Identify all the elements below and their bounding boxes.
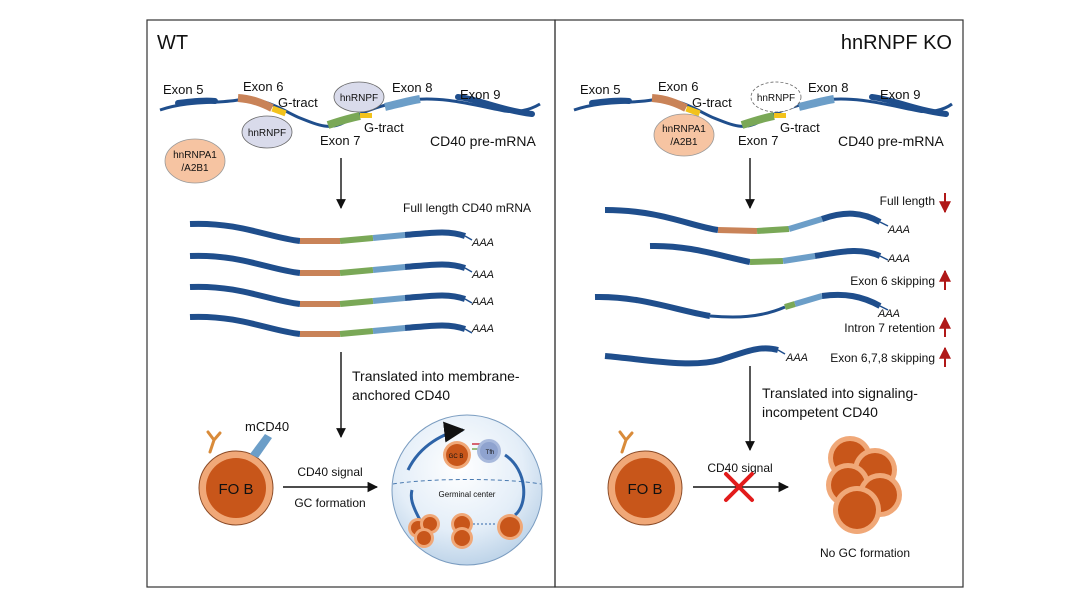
ko-block-cross [724, 472, 754, 502]
ko-exon9-label: Exon 9 [880, 87, 920, 102]
ko-exon8-block [798, 95, 835, 111]
wt-mrna-3: AAA [189, 283, 494, 308]
ko-polya-2: AAA [887, 253, 910, 265]
wt-gtract1-label: G-tract [278, 95, 318, 110]
ko-hnrnpa1-line1: hnRNPA1 [662, 124, 706, 135]
ko-bcr-icon [618, 430, 634, 454]
wt-mrna-1: AAA [189, 220, 494, 249]
wt-exon6-block [237, 94, 274, 112]
wt-hnrnpa1-line1: hnRNPA1 [173, 150, 217, 161]
ko-polya-3: AAA [877, 308, 900, 320]
wt-exon8-label: Exon 8 [392, 80, 432, 95]
wt-gtract2-label: G-tract [364, 120, 404, 135]
ko-mrna-full-length: AAA [604, 207, 910, 236]
wt-fob-label: FO B [218, 481, 253, 498]
ko-exon5-label: Exon 5 [580, 82, 620, 97]
ko-gtract2-block [774, 113, 786, 118]
ko-premrna-label: CD40 pre-mRNA [838, 133, 944, 149]
wt-exon7-block [326, 112, 361, 129]
wt-polya-2: AAA [471, 269, 494, 281]
wt-mrna-4: AAA [189, 313, 494, 337]
wt-translated-line2: anchored CD40 [352, 387, 450, 403]
ko-gtract1-label: G-tract [692, 95, 732, 110]
wt-polya-1: AAA [471, 237, 494, 249]
ko-exon7-block [740, 112, 775, 129]
ko-title: hnRNPF KO [841, 32, 952, 54]
wt-premrna-label: CD40 pre-mRNA [430, 133, 536, 149]
wt-gc-formation: GC formation [294, 496, 365, 510]
wt-gcb-label: GC B [449, 454, 464, 460]
ko-exon7-label: Exon 7 [738, 133, 778, 148]
ko-mrna-exon678-skipping: AAA [604, 345, 808, 367]
ko-exon6-skipping-label: Exon 6 skipping [850, 274, 935, 288]
ko-exon6-label: Exon 6 [658, 79, 698, 94]
ko-exon9-block [869, 94, 949, 117]
wt-mcd40-receptor [250, 434, 272, 458]
wt-hnrnpf-top-label: hnRNPF [340, 93, 378, 104]
wt-exon5-block [175, 97, 218, 106]
wt-exon5-label: Exon 5 [163, 82, 203, 97]
wt-gcb-cell [443, 441, 471, 469]
wt-germinal-center-label: Germinal center [439, 490, 496, 499]
ko-intron7-retention-label: Intron 7 retention [844, 321, 935, 335]
wt-fob-cell [198, 450, 274, 526]
wt-title: WT [157, 32, 188, 54]
ko-panel-frame [554, 19, 964, 588]
ko-polya-4: AAA [785, 352, 808, 364]
wt-tfh-cell [477, 439, 501, 463]
wt-exon9-label: Exon 9 [460, 87, 500, 102]
ko-exon6-block [651, 94, 688, 112]
wt-polya-3: AAA [471, 296, 494, 308]
ko-gtract1-block [685, 105, 701, 117]
ko-translated-line2: incompetent CD40 [762, 404, 878, 420]
ko-exon678-skipping-label: Exon 6,7,8 skipping [830, 351, 935, 365]
wt-cd40-signal: CD40 signal [297, 465, 362, 479]
wt-hnrnpa1-line2: /A2B1 [181, 163, 209, 174]
ko-gtract2-label: G-tract [780, 120, 820, 135]
wt-mcd40-label: mCD40 [245, 419, 289, 434]
ko-cell-cluster [826, 436, 902, 534]
wt-translated-line1: Translated into membrane- [352, 368, 520, 384]
wt-hnrnpf-top [333, 81, 385, 113]
wt-mrna-2: AAA [189, 252, 494, 281]
wt-tfh-label: Tfh [486, 450, 495, 456]
ko-cd40-signal: CD40 signal [707, 461, 772, 475]
wt-exon7-label: Exon 7 [320, 133, 360, 148]
ko-exon8-label: Exon 8 [808, 80, 848, 95]
ko-no-gc-label: No GC formation [820, 546, 910, 560]
wt-gc-cell-cluster [408, 513, 523, 549]
wt-hnrnpf-bottom [241, 115, 293, 149]
wt-gtract2-block [360, 113, 372, 118]
ko-hnrnpf-label: hnRNPF [757, 93, 795, 104]
wt-mrna-label: Full length CD40 mRNA [403, 201, 531, 215]
ko-mrna-intron7-retention: AAA [594, 291, 900, 320]
wt-polya-4: AAA [471, 323, 494, 335]
wt-hnrnpf-bottom-label: hnRNPF [248, 128, 286, 139]
ko-translated-line1: Translated into signaling- [762, 385, 918, 401]
wt-exon8-block [384, 95, 421, 111]
wt-exon6-label: Exon 6 [243, 79, 283, 94]
ko-hnrnpa1-bubble [653, 113, 715, 157]
wt-hnrnpa1-bubble [164, 138, 226, 184]
ko-full-length-label: Full length [880, 194, 935, 208]
ko-polya-1: AAA [887, 224, 910, 236]
ko-fob-cell [607, 450, 683, 526]
wt-bcr-icon [206, 430, 222, 454]
ko-fob-label: FO B [627, 481, 662, 498]
ko-hnrnpa1-line2: /A2B1 [670, 137, 698, 148]
ko-mrna-exon6-skipping: AAA [649, 242, 910, 265]
wt-gtract1-block [271, 105, 287, 117]
wt-exon9-block [455, 94, 535, 117]
ko-exon5-block [589, 97, 632, 106]
ko-hnrnpf-absent [750, 81, 802, 113]
